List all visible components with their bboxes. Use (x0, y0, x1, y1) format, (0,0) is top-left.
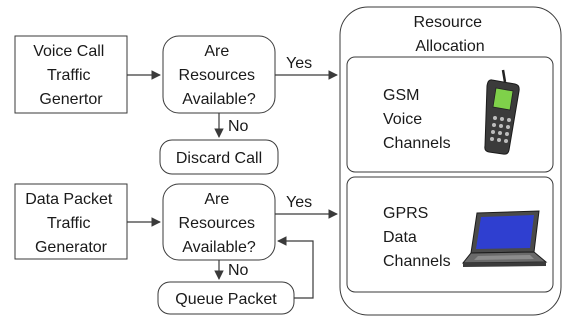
data-check-line-1: Are (204, 191, 229, 208)
voice-source-line-1: Voice Call (33, 43, 104, 60)
queue-packet-node: Queue Packet (157, 281, 295, 315)
voice-check-line-1: Are (204, 43, 229, 60)
voice-source-node: Voice Call Traffic Genertor (14, 35, 128, 114)
data-source-node: Data Packet Traffic Generator (14, 183, 128, 260)
data-source-label: Data Packet Traffic Generator (25, 191, 117, 256)
laptop-icon (461, 210, 548, 267)
data-check-line-3: Available? (182, 239, 256, 256)
voice-no-label: No (228, 118, 249, 135)
gsm-channels-box (346, 56, 554, 173)
data-check-line-2: Resources (179, 215, 255, 232)
gsm-line-3: Channels (383, 135, 451, 152)
voice-check-node: Are Resources Available? (162, 35, 276, 114)
data-source-line-2: Traffic (47, 215, 91, 232)
voice-check-line-2: Resources (179, 67, 255, 84)
voice-check-line-3: Available? (182, 91, 256, 108)
data-check-label: Are Resources Available? (179, 191, 260, 256)
resource-allocation-line-1: Resource (414, 14, 483, 31)
gsm-line-1: GSM (383, 87, 419, 104)
discard-call-node: Discard Call (159, 139, 279, 175)
data-source-box (14, 183, 128, 260)
gsm-channels-group: GSM Voice Channels (346, 56, 554, 173)
voice-yes-label: Yes (286, 55, 312, 72)
queue-retry-arrow (277, 236, 314, 299)
gsm-channels-label: GSM Voice Channels (383, 87, 451, 152)
voice-source-label: Voice Call Traffic Genertor (33, 43, 109, 108)
gprs-line-3: Channels (383, 253, 451, 270)
voice-source-line-2: Traffic (47, 67, 91, 84)
queue-packet-label: Queue Packet (175, 291, 277, 308)
resource-allocation-line-2: Allocation (415, 38, 484, 55)
resource-allocation-label: Resource Allocation (414, 14, 487, 55)
voice-check-label: Are Resources Available? (179, 43, 260, 108)
data-yes-label: Yes (286, 194, 312, 211)
data-source-line-3: Generator (35, 239, 108, 256)
discard-call-label: Discard Call (176, 150, 262, 167)
voice-source-line-3: Genertor (39, 91, 103, 108)
gprs-channels-label: GPRS Data Channels (383, 205, 451, 270)
gprs-line-2: Data (383, 229, 417, 246)
data-source-line-1: Data Packet (25, 191, 113, 208)
discard-call-box (159, 139, 279, 175)
data-no-label: No (228, 262, 249, 279)
gprs-channels-group: GPRS Data Channels (346, 176, 554, 293)
gprs-line-1: GPRS (383, 205, 428, 222)
data-check-node: Are Resources Available? (162, 183, 276, 261)
voice-source-box (14, 35, 128, 114)
gsm-line-2: Voice (383, 111, 422, 128)
mobile-phone-icon (484, 69, 520, 155)
